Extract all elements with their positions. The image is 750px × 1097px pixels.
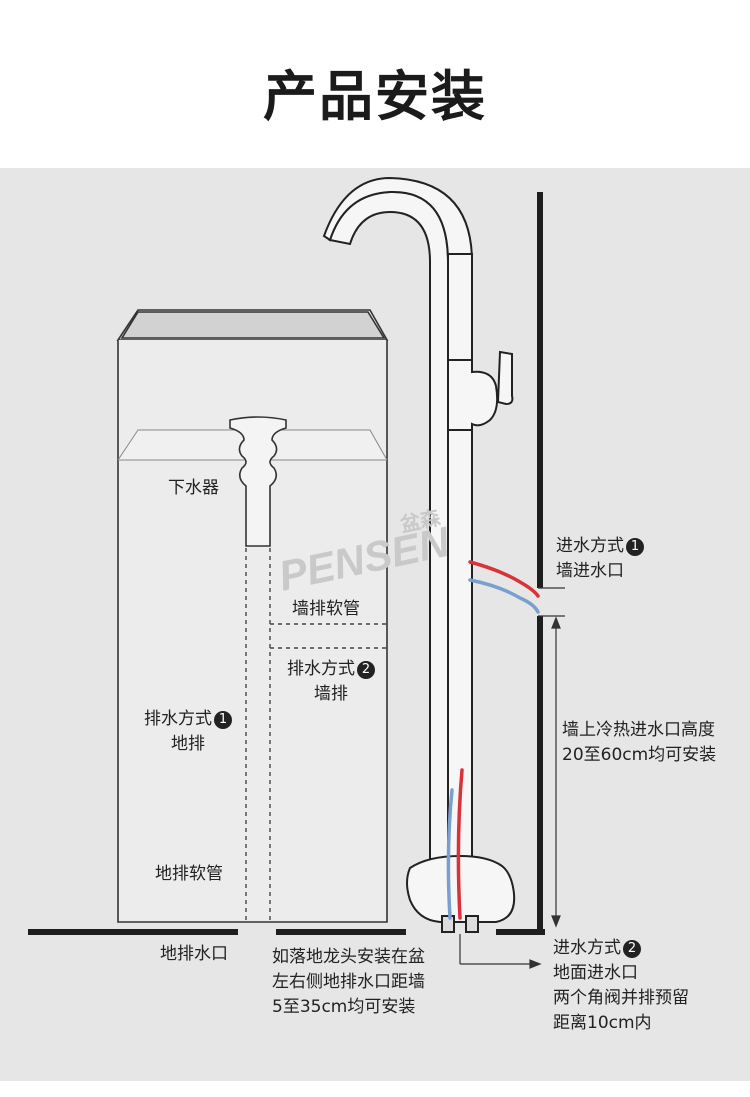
height-note-line-2: 20至60cm均可安装 <box>562 745 717 765</box>
drain-method-1-type: 地排 <box>171 734 205 754</box>
drain-fitting-label: 下水器 <box>168 478 219 498</box>
inlet-method-2-title: 进水方式 <box>553 938 621 958</box>
inlet-method-2-line-3: 两个角阀并排预留 <box>553 988 689 1008</box>
height-note-line-1: 墙上冷热进水口高度 <box>562 720 715 740</box>
wall-inlet-height-note: 墙上冷热进水口高度 20至60cm均可安装 <box>562 718 716 768</box>
wall-inlet-marks <box>538 587 565 617</box>
inlet-method-1-type: 墙进水口 <box>556 561 624 581</box>
drain-fitting-illustration <box>229 416 287 547</box>
basin-illustration <box>116 309 389 923</box>
page-title: 产品安装 <box>263 65 487 128</box>
drain-method-2-number: 2 <box>357 661 375 679</box>
drain-method-2-type: 墙排 <box>314 684 348 704</box>
drain-hose-dashed <box>245 548 388 922</box>
floor-drain-note: 如落地龙头安装在盆 左右侧地排水口距墙 5至35cm均可安装 <box>272 945 425 1020</box>
floor-note-line-1: 如落地龙头安装在盆 <box>272 947 425 967</box>
floor-note-line-2: 左右侧地排水口距墙 <box>272 972 425 992</box>
floor-drain-outlet-label: 地排水口 <box>160 944 228 964</box>
inlet-method-2-line-4: 距离10cm内 <box>553 1013 652 1033</box>
wall-drain-hose-label: 墙排软管 <box>292 599 360 619</box>
floor-inlet-leader <box>459 934 542 969</box>
floor-faucet-illustration <box>322 176 516 933</box>
drain-method-1-title: 排水方式 <box>144 709 212 729</box>
inlet-method-1-number: 1 <box>626 538 644 556</box>
drain-method-1-number: 1 <box>214 711 232 729</box>
floor-drain-hose-label: 地排软管 <box>155 864 223 884</box>
inlet-method-2-line-2: 地面进水口 <box>553 963 638 983</box>
inlet-method-1-title: 进水方式 <box>556 536 624 556</box>
height-dimension-arrow <box>551 616 561 928</box>
drain-method-2-title: 排水方式 <box>287 659 355 679</box>
floor-note-line-3: 5至35cm均可安装 <box>272 997 416 1017</box>
water-pipes <box>446 560 540 920</box>
inlet-method-2-number: 2 <box>623 940 641 958</box>
